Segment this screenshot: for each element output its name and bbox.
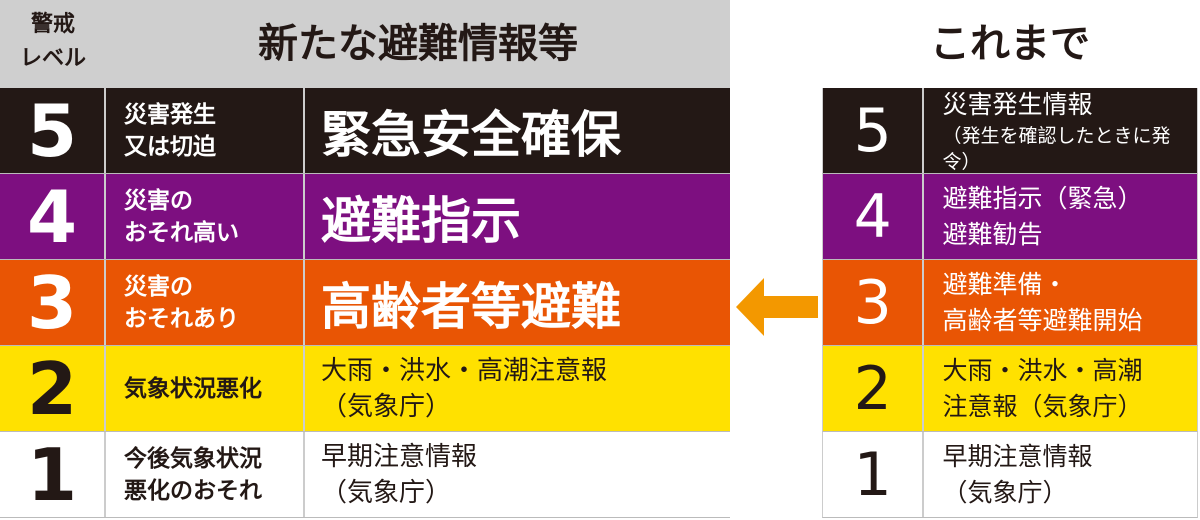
old-info-title: これまで	[930, 21, 1090, 67]
old-row-level-5: 5 災害発生情報 （発生を確認したときに発令）	[822, 88, 1198, 174]
evacuation-info: 早期注意情報 （気象庁）	[321, 441, 478, 508]
old-info-line1: 避難指示（緊急）	[942, 183, 1143, 213]
arrow-left-icon	[736, 278, 818, 336]
condition-text: 災害の おそれあり	[106, 260, 305, 345]
level-number: 3	[0, 260, 106, 345]
old-info-line1: 早期注意情報	[942, 441, 1093, 471]
condition-text: 気象状況悪化	[106, 346, 305, 431]
level-number: 4	[0, 174, 106, 259]
evacuation-info: 高齢者等避難	[321, 277, 621, 336]
level-header: 警戒レベル	[0, 8, 106, 76]
old-info: 早期注意情報 （気象庁）	[924, 432, 1197, 517]
new-row-level-4: 4 災害の おそれ高い 避難指示	[0, 174, 730, 260]
new-header-bar	[0, 0, 730, 88]
level-number: 2	[823, 346, 925, 431]
old-info-line2: 高齢者等避難開始	[942, 305, 1143, 335]
new-row-level-3: 3 災害の おそれあり 高齢者等避難	[0, 260, 730, 346]
new-info-title: 新たな避難情報等	[258, 21, 578, 67]
condition-text: 災害の おそれ高い	[106, 174, 305, 259]
level-header-line1: 警戒	[30, 12, 75, 37]
old-row-level-1: 1 早期注意情報 （気象庁）	[822, 432, 1198, 518]
old-row-level-3: 3 避難準備・高齢者等避難開始	[822, 260, 1198, 346]
old-info-line1: 避難準備・	[942, 269, 1068, 299]
old-info-line2: （発生を確認したときに発令）	[942, 124, 1171, 173]
old-info: 災害発生情報 （発生を確認したときに発令）	[924, 88, 1197, 173]
old-info-line2: （気象庁）	[942, 477, 1068, 507]
old-info-line1: 大雨・洪水・高潮	[942, 355, 1143, 385]
level-number: 3	[823, 260, 925, 345]
level-number: 4	[823, 174, 925, 259]
old-info-line1: 災害発生情報	[942, 89, 1093, 119]
evacuation-info: 避難指示	[321, 191, 521, 250]
new-row-level-5: 5 災害発生 又は切迫 緊急安全確保	[0, 88, 730, 174]
condition-text: 災害発生 又は切迫	[106, 88, 305, 173]
old-info-line2: 注意報（気象庁）	[942, 391, 1143, 421]
old-info: 大雨・洪水・高潮注意報（気象庁）	[924, 346, 1197, 431]
new-row-level-2: 2 気象状況悪化 大雨・洪水・高潮注意報 （気象庁）	[0, 346, 730, 432]
level-number: 2	[0, 346, 106, 431]
level-number: 5	[0, 88, 106, 173]
level-number: 5	[823, 88, 925, 173]
level-number: 1	[0, 432, 106, 517]
evacuation-info: 大雨・洪水・高潮注意報 （気象庁）	[321, 355, 608, 422]
new-row-level-1: 1 今後気象状況 悪化のおそれ 早期注意情報 （気象庁）	[0, 432, 730, 518]
old-info: 避難準備・高齢者等避難開始	[924, 260, 1197, 345]
evacuation-info: 緊急安全確保	[321, 105, 621, 164]
level-header-line2: レベル	[19, 46, 86, 71]
level-number: 1	[823, 432, 925, 517]
old-row-level-4: 4 避難指示（緊急） 避難勧告	[822, 174, 1198, 260]
old-info-line2: 避難勧告	[942, 219, 1043, 249]
old-info: 避難指示（緊急） 避難勧告	[924, 174, 1197, 259]
old-row-level-2: 2 大雨・洪水・高潮注意報（気象庁）	[822, 346, 1198, 432]
condition-text: 今後気象状況 悪化のおそれ	[106, 432, 305, 517]
